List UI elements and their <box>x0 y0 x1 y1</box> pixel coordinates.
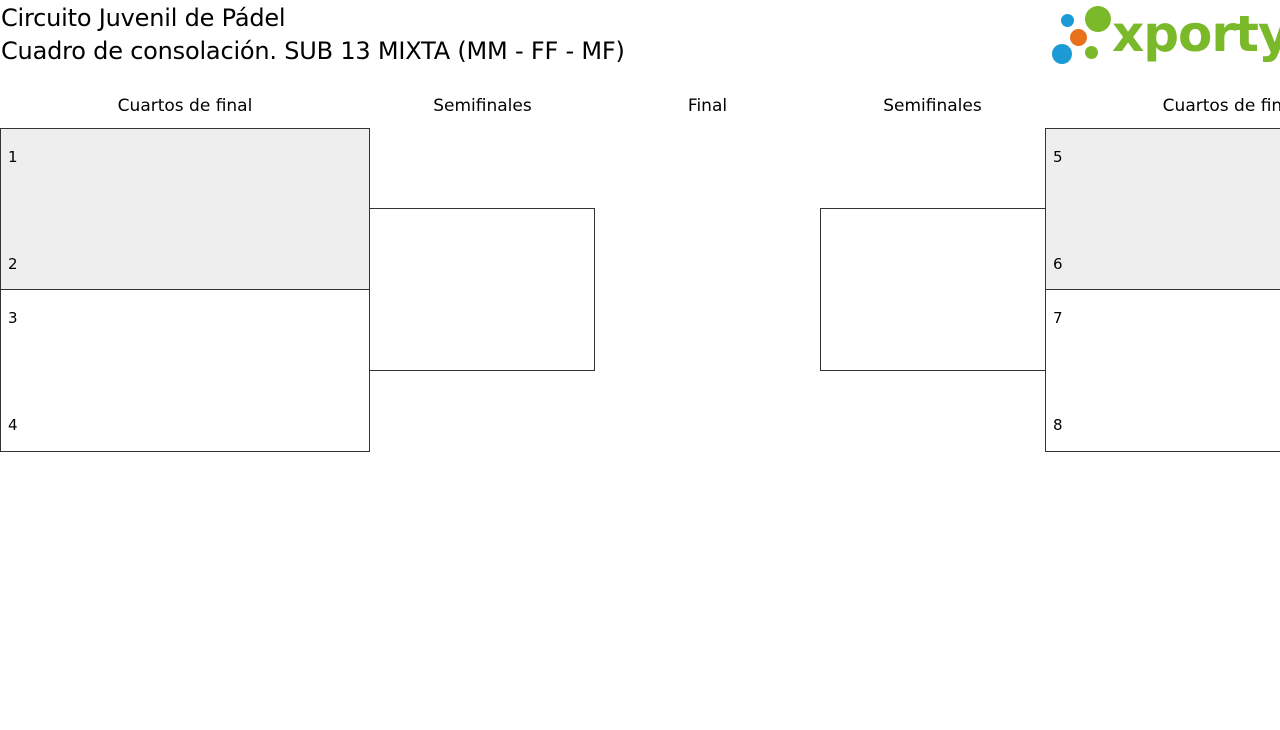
page-subtitle: Cuadro de consolación. SUB 13 MIXTA (MM … <box>1 37 625 65</box>
round-header-left-semifinals: Semifinales <box>433 96 532 116</box>
match-box-right-qf-2[interactable]: 7 8 <box>1045 289 1280 452</box>
logo-dot-blue-large <box>1052 44 1072 64</box>
logo-dot-orange <box>1070 29 1087 46</box>
logo-dot-green-small <box>1085 46 1098 59</box>
round-header-right-quarterfinals: Cuartos de final <box>1162 96 1280 116</box>
seed-number: 3 <box>8 309 18 327</box>
match-box-left-semifinal[interactable] <box>369 208 595 371</box>
page-title: Circuito Juvenil de Pádel <box>1 4 286 32</box>
seed-number: 2 <box>8 255 18 273</box>
seed-number: 6 <box>1053 255 1063 273</box>
logo-dot-blue-small <box>1061 14 1074 27</box>
match-box-right-qf-1[interactable]: 5 6 <box>1045 128 1280 290</box>
seed-number: 1 <box>8 148 18 166</box>
round-header-final: Final <box>687 96 728 116</box>
seed-number: 7 <box>1053 309 1063 327</box>
logo-dot-green-large <box>1085 6 1111 32</box>
match-box-right-semifinal[interactable] <box>820 208 1046 371</box>
logo-wordmark: xporty <box>1112 5 1280 63</box>
round-header-right-semifinals: Semifinales <box>883 96 982 116</box>
round-header-left-quarterfinals: Cuartos de final <box>117 96 253 116</box>
seed-number: 8 <box>1053 416 1063 434</box>
match-box-left-qf-1[interactable]: 1 2 <box>0 128 370 290</box>
seed-number: 5 <box>1053 148 1063 166</box>
match-box-left-qf-2[interactable]: 3 4 <box>0 289 370 452</box>
xporty-logo[interactable]: xporty <box>1050 4 1280 66</box>
seed-number: 4 <box>8 416 18 434</box>
